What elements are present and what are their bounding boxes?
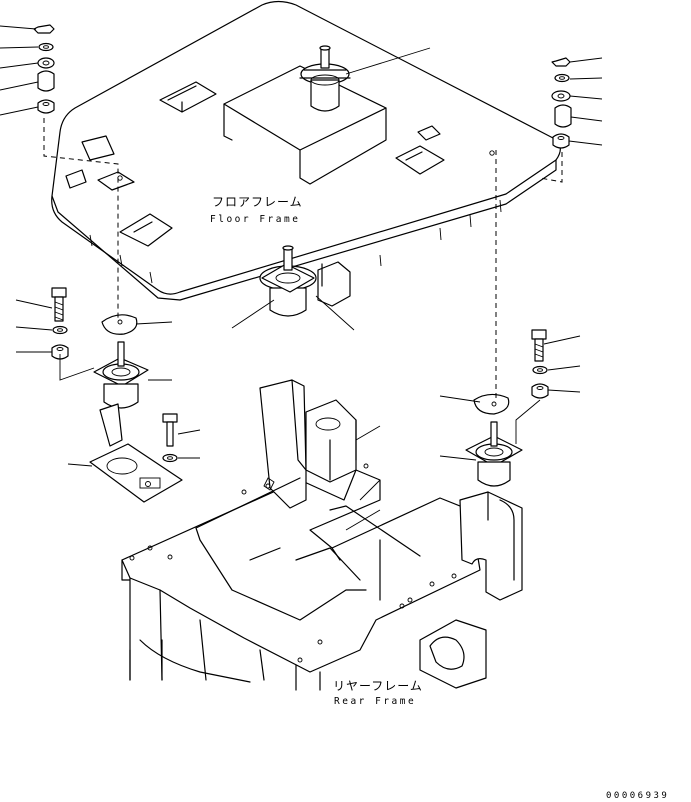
rear-frame — [121, 379, 523, 691]
left-mount-assembly — [33, 24, 183, 503]
right-top-alignment-line — [539, 152, 563, 183]
right-mount-assembly — [465, 57, 572, 487]
center-mount — [259, 245, 317, 317]
rear-frame-label-jp: リヤーフレーム — [333, 679, 423, 693]
right-hardware-stack — [551, 57, 572, 149]
floor-frame-label-en: Floor Frame — [210, 214, 300, 225]
left-alignment-line — [43, 118, 119, 320]
rear-frame-label-en: Rear Frame — [334, 696, 416, 707]
floor-frame-label-jp: フロアフレーム — [212, 195, 303, 209]
drawing-code: 00006939 — [606, 791, 669, 801]
leader-lines — [0, 25, 603, 531]
left-hardware-stack — [33, 24, 55, 114]
upper-mount — [299, 45, 351, 112]
floor-frame — [51, 0, 561, 307]
